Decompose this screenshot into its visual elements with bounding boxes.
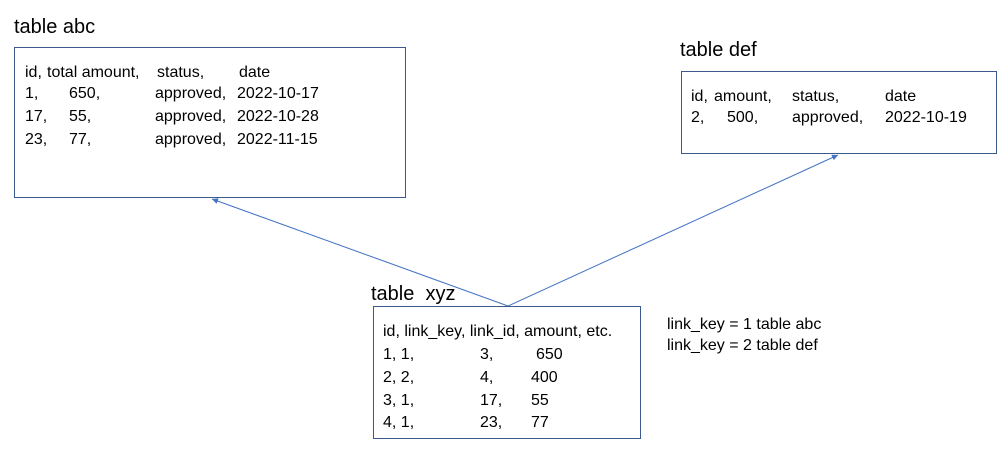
table-xyz-cell: 650 [536,346,563,363]
table-abc-cell: approved, [155,85,227,102]
table-abc-cell: date [239,64,271,81]
table-xyz-cell: 3, [480,346,494,363]
table-def-cell: amount, [714,88,772,105]
table-abc-cell: 77, [69,131,92,148]
table-xyz-cell: 55 [531,392,549,409]
table-xyz-cell: 2, 2, [383,369,415,386]
table-def-cell: approved, [792,109,864,126]
table-abc-cell: 23, [25,131,48,148]
table-def-title: table def [680,39,757,61]
table-xyz-cell: 3, 1, [383,392,415,409]
table-xyz-box: id, link_key, link_id, amount, etc. 1, 1… [373,306,641,439]
table-abc-cell: 650, [69,85,101,102]
table-abc-cell: id, [25,64,42,81]
table-abc-cell: 1, [25,85,39,102]
table-def-cell: status, [792,88,840,105]
table-xyz-cell: 4, [480,369,494,386]
table-xyz-cell: 17, [480,392,503,409]
table-xyz-cell: 4, 1, [383,414,415,431]
table-abc-cell: 2022-11-15 [237,131,318,148]
table-def-cell: id, [691,88,708,105]
table-abc-cell: 2022-10-17 [237,85,319,102]
table-abc-box: id, total amount, status, date 1, 650, a… [14,47,406,198]
table-abc-cell: status, [157,64,205,81]
table-abc-cell: approved, [155,131,227,148]
table-def-cell: 500, [727,109,759,126]
link-key-note: link_key = 2 table def [667,337,818,354]
table-abc-cell: total amount, [47,64,140,81]
arrow-xyz-to-def [507,154,839,307]
table-xyz-cell: 77 [531,414,549,431]
table-def-cell: date [885,88,917,105]
table-def-cell: 2, [691,109,705,126]
table-def-box: id, amount, status, date 2, 500, approve… [681,71,997,154]
table-abc-cell: approved, [155,108,227,125]
table-xyz-cell: 23, [480,414,503,431]
table-xyz-header-row: id, link_key, link_id, amount, etc. [383,323,613,340]
arrow-xyz-to-abc [211,198,509,307]
table-abc-title: table abc [14,16,96,38]
table-xyz-cell: 1, 1, [383,346,415,363]
link-key-note: link_key = 1 table abc [667,316,822,333]
table-xyz-cell: 400 [531,369,558,386]
table-def-cell: 2022-10-19 [885,109,967,126]
table-abc-cell: 2022-10-28 [237,108,319,125]
table-abc-cell: 17, [25,108,48,125]
table-xyz-title: table xyz [371,283,456,305]
table-abc-cell: 55, [69,108,92,125]
